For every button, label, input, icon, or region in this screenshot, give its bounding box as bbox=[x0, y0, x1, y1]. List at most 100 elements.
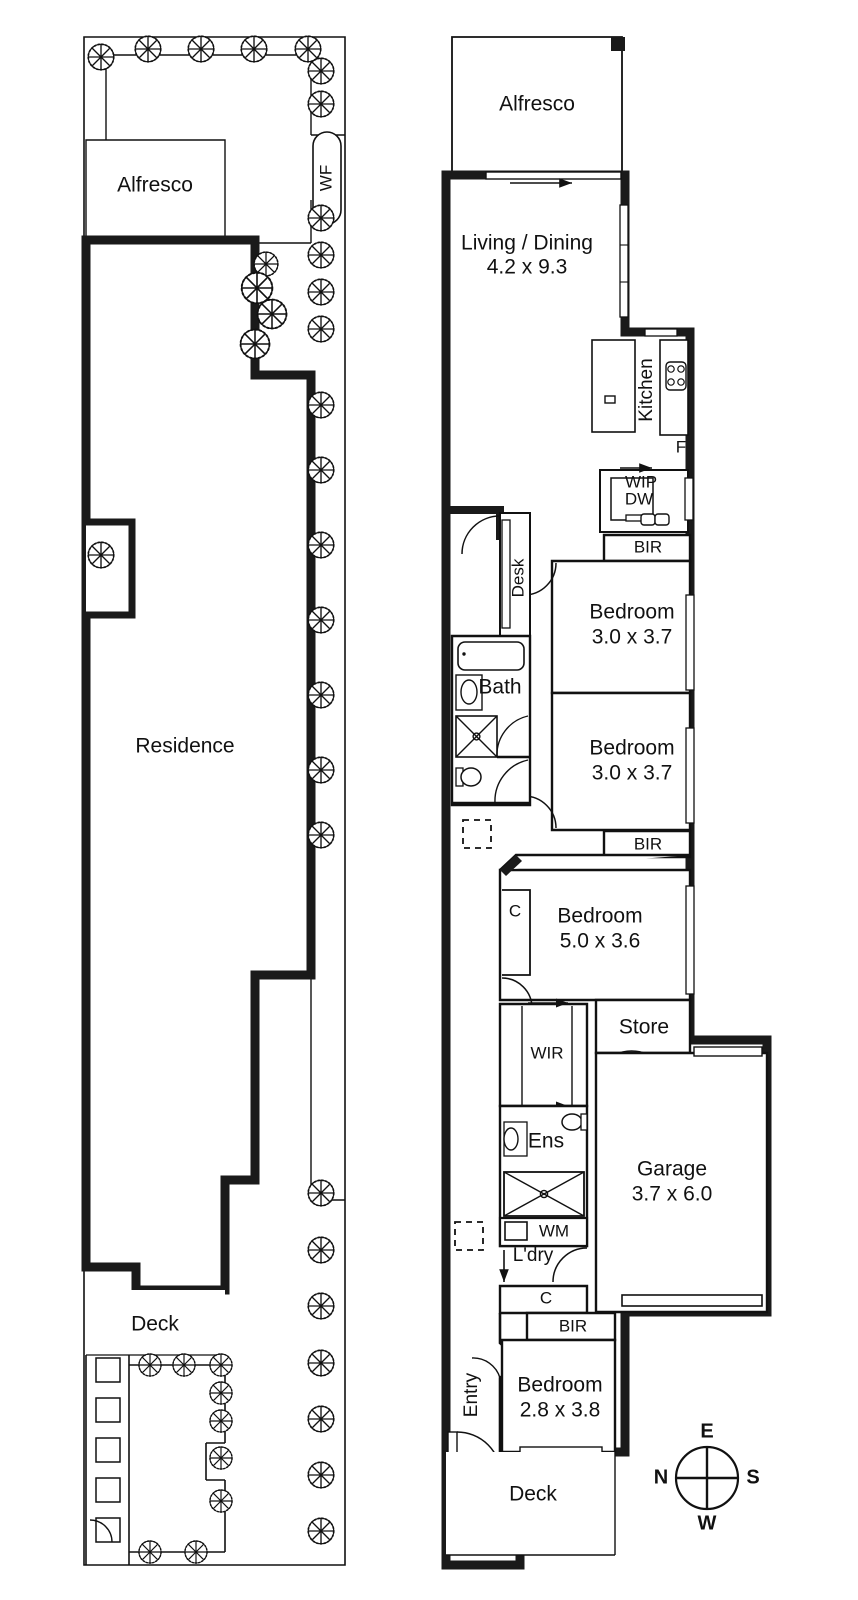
tree-icon bbox=[307, 681, 335, 709]
tree-icon bbox=[307, 241, 335, 269]
door-swing-shower bbox=[496, 715, 529, 758]
living-dining-label: Living / Dining bbox=[461, 232, 593, 255]
closet-1-label: C bbox=[509, 901, 521, 920]
tree-icon bbox=[209, 1353, 233, 1377]
tree-icon bbox=[307, 391, 335, 419]
linen-closet: C bbox=[498, 1284, 589, 1315]
water-feature-label: WF bbox=[316, 165, 335, 191]
site-deck-area: Deck bbox=[86, 1290, 225, 1356]
desk-bench bbox=[501, 519, 511, 629]
garage-side-door bbox=[693, 1046, 763, 1057]
compass-label-east: E bbox=[700, 1420, 713, 1442]
tree-icon bbox=[134, 35, 162, 63]
tree-icon bbox=[307, 606, 335, 634]
kitchen-label: Kitchen bbox=[636, 358, 657, 421]
bedroom-2-label: Bedroom bbox=[589, 601, 674, 624]
wip-bench bbox=[610, 477, 654, 521]
tree-icon bbox=[138, 1540, 162, 1564]
room-ens: Ens bbox=[498, 1104, 589, 1248]
bathtub-icon bbox=[457, 641, 525, 671]
tree-icon bbox=[307, 1292, 335, 1320]
sliding-door-alfresco bbox=[485, 171, 622, 188]
compass-rose: E N S W bbox=[654, 1420, 760, 1534]
front-deck: Deck bbox=[446, 1452, 616, 1556]
ens-toilet-icon bbox=[561, 1113, 588, 1131]
bedroom-2-dims: 3.0 x 3.7 bbox=[592, 626, 673, 649]
tree-icon bbox=[184, 1540, 208, 1564]
room-kitchen: Kitchen F bbox=[591, 328, 689, 456]
window-kitchen bbox=[644, 328, 678, 337]
tree-icon bbox=[138, 1353, 162, 1377]
front-deck-label: Deck bbox=[509, 1483, 557, 1506]
tree-icon bbox=[307, 204, 335, 232]
window-bedroom-2 bbox=[685, 594, 695, 691]
room-bedroom-1: C Bedroom 5.0 x 3.6 bbox=[498, 853, 695, 1009]
post-column bbox=[611, 37, 625, 51]
tree-icon bbox=[307, 1236, 335, 1264]
window-bedroom-3 bbox=[685, 727, 695, 824]
garage-dims: 3.7 x 6.0 bbox=[632, 1183, 713, 1206]
wir-label: WIR bbox=[530, 1043, 563, 1062]
bedroom-3-label: Bedroom bbox=[589, 737, 674, 760]
wip-label: WIP bbox=[625, 472, 657, 491]
cooktop-icon bbox=[665, 361, 687, 391]
tree-icon bbox=[307, 90, 335, 118]
tree-icon bbox=[307, 1517, 335, 1545]
room-ldry: WM L'dry bbox=[498, 1216, 589, 1283]
ens-basin-icon bbox=[503, 1127, 519, 1151]
basin-icon bbox=[460, 679, 478, 705]
bath-plug bbox=[462, 652, 466, 656]
bir-middle: BIR bbox=[602, 829, 692, 859]
room-garage: Garage 3.7 x 6.0 bbox=[594, 1046, 769, 1314]
compass-label-west: W bbox=[698, 1512, 717, 1534]
detailed-floor-plan-panel: Alfresco Living / Dining 4.2 x 9.3 bbox=[441, 36, 772, 1570]
window-living-east bbox=[619, 204, 629, 318]
ens-label: Ens bbox=[528, 1130, 564, 1153]
tree-icon bbox=[209, 1489, 233, 1513]
wm-label: WM bbox=[539, 1221, 569, 1240]
ens-shower-icon bbox=[503, 1171, 585, 1217]
closet-bedroom-1 bbox=[502, 889, 531, 976]
tree-icon bbox=[294, 35, 322, 63]
island-sink bbox=[604, 395, 616, 404]
room-bedroom-4: Bedroom 2.8 x 3.8 bbox=[500, 1338, 617, 1457]
desk-label: Desk bbox=[508, 558, 527, 597]
door-swing-ldry bbox=[552, 1247, 588, 1283]
tree-icon bbox=[307, 278, 335, 306]
site-alfresco-area: Alfresco bbox=[85, 139, 226, 238]
compass-label-south: S bbox=[746, 1466, 759, 1488]
toilet-icon bbox=[455, 767, 482, 787]
room-bath: Bath bbox=[450, 634, 532, 807]
bedroom-1-dims: 5.0 x 3.6 bbox=[560, 930, 641, 953]
bedroom-1-label: Bedroom bbox=[557, 905, 642, 928]
bir-upper: BIR bbox=[602, 533, 692, 563]
water-feature: WF bbox=[312, 131, 342, 225]
fridge-label: F bbox=[676, 437, 686, 456]
tree-icon bbox=[209, 1409, 233, 1433]
tree-icon bbox=[239, 328, 271, 360]
door-swing-wc bbox=[494, 759, 529, 804]
store-label: Store bbox=[619, 1016, 669, 1039]
compass-label-north: N bbox=[654, 1466, 668, 1488]
residence-label: Residence bbox=[135, 735, 234, 758]
driveway-pavers bbox=[95, 1357, 121, 1543]
service-marker bbox=[454, 819, 492, 1251]
tree-icon bbox=[307, 456, 335, 484]
tree-icon bbox=[307, 315, 335, 343]
tree-icon bbox=[307, 1405, 335, 1433]
tree-icon bbox=[240, 271, 274, 305]
bir-1-label: BIR bbox=[634, 537, 662, 556]
window-wip bbox=[684, 477, 694, 521]
garage-roller-door bbox=[621, 1294, 763, 1307]
room-wip: WIP DW bbox=[599, 463, 694, 533]
tree-icon bbox=[256, 298, 288, 330]
tree-icon bbox=[307, 57, 335, 85]
living-dining-dims: 4.2 x 9.3 bbox=[487, 256, 568, 279]
alfresco-label: Alfresco bbox=[499, 93, 575, 116]
kitchen-island bbox=[591, 339, 636, 433]
tree-icon bbox=[307, 756, 335, 784]
door-swing-study bbox=[461, 515, 501, 555]
tree-icon bbox=[307, 1349, 335, 1377]
bedroom-4-label: Bedroom bbox=[517, 1374, 602, 1397]
